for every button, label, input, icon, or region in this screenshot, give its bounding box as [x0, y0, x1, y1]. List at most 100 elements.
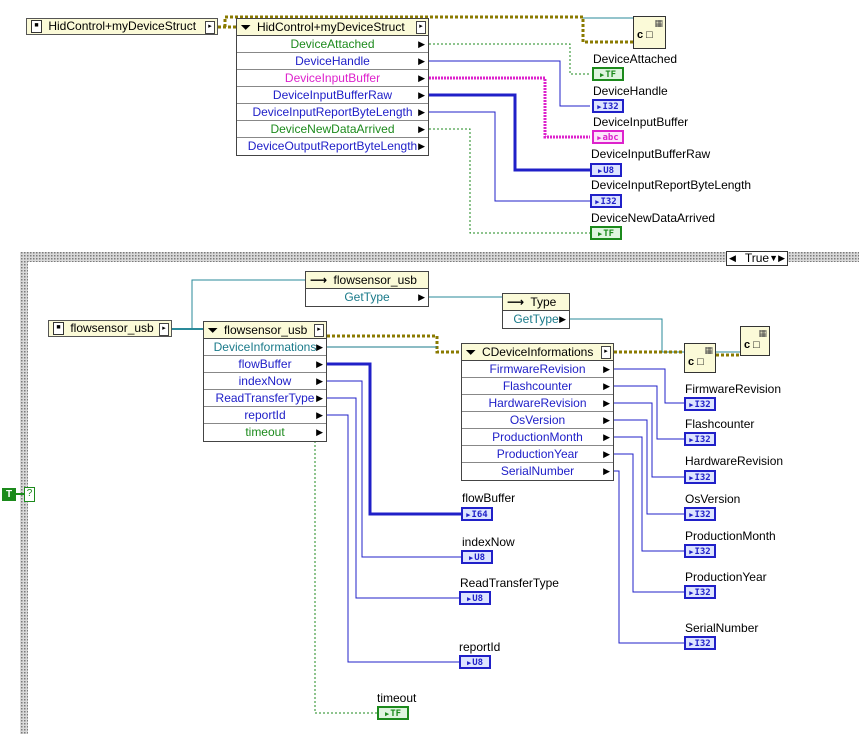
flowsensor-control[interactable]: ■ flowsensor_usb ▸: [48, 320, 172, 337]
flashcounter-indicator[interactable]: I32: [684, 432, 716, 446]
case-selector-terminal[interactable]: ?: [24, 487, 35, 502]
hid-field-device-input-buffer-raw[interactable]: DeviceInputBufferRaw▶: [237, 87, 428, 104]
flow-buffer-indicator[interactable]: I64: [461, 507, 493, 521]
output-arrow-icon: ▶: [316, 427, 323, 437]
flow-field-wires[interactable]: [314, 362, 461, 714]
cdev-field-hardware-revision[interactable]: HardwareRevision▶: [462, 395, 613, 412]
case-selector-value: True: [744, 251, 770, 265]
indicator-label: DeviceInputReportByteLength: [591, 178, 752, 192]
hid-cluster-wires[interactable]: [218, 15, 633, 44]
terminal-icon: ▸: [205, 21, 215, 34]
hid-field-device-input-buffer[interactable]: DeviceInputBuffer▶: [237, 70, 428, 87]
gettype-field[interactable]: GetType▶: [306, 289, 428, 306]
output-arrow-icon: ▶: [603, 449, 610, 459]
indicator-label: DeviceAttached: [593, 52, 678, 66]
class-icon: c □: [688, 356, 704, 368]
hid-unbundle-title: HidControl+myDeviceStruct: [256, 20, 405, 34]
output-arrow-icon: ▶: [418, 73, 425, 83]
flow-field-device-informations[interactable]: DeviceInformations▶: [204, 339, 326, 356]
flow-cluster-wires[interactable]: [6, 279, 740, 495]
cdev-field-firmware-revision[interactable]: FirmwareRevision▶: [462, 361, 613, 378]
unbundle-icon: ⏷: [208, 323, 218, 337]
hid-field-output-report-length[interactable]: DeviceOutputReportByteLength▶: [237, 138, 428, 155]
property-node-icon: ⟶: [507, 295, 525, 309]
type-gettype-field[interactable]: GetType▶: [503, 311, 569, 328]
device-handle-indicator[interactable]: I32: [592, 99, 624, 113]
flow-cluster-output[interactable]: ▦ c □: [740, 326, 770, 356]
timeout-indicator[interactable]: TF: [377, 706, 409, 720]
cdev-field-wires[interactable]: [614, 368, 684, 644]
output-arrow-icon: ▶: [418, 56, 425, 66]
os-version-indicator[interactable]: I32: [684, 507, 716, 521]
flow-field-read-transfer-type[interactable]: ReadTransferType▶: [204, 390, 326, 407]
device-attached-indicator[interactable]: TF: [592, 67, 624, 81]
hid-field-device-attached[interactable]: DeviceAttached▶: [237, 36, 428, 53]
gettype-property-node[interactable]: ⟶ flowsensor_usb GetType▶: [305, 271, 429, 307]
hid-field-input-report-length[interactable]: DeviceInputReportByteLength▶: [237, 104, 428, 121]
indicator-label: ReadTransferType: [460, 576, 559, 590]
output-arrow-icon: ▶: [603, 415, 610, 425]
hardware-revision-indicator[interactable]: I32: [684, 470, 716, 484]
indicator-label: DeviceHandle: [593, 84, 668, 98]
boolean-constant[interactable]: T: [2, 488, 16, 501]
flowsensor-unbundle-node[interactable]: ⏷ flowsensor_usb ▸ DeviceInformations▶ f…: [203, 321, 327, 442]
class-icon: c □: [744, 339, 760, 351]
gettype-header: ⟶ flowsensor_usb: [306, 272, 428, 289]
indicator-label: DeviceInputBuffer: [593, 115, 689, 129]
flow-field-timeout[interactable]: timeout▶: [204, 424, 326, 441]
flow-field-flow-buffer[interactable]: flowBuffer▶: [204, 356, 326, 373]
indicator-label: ProductionYear: [685, 570, 767, 584]
output-arrow-icon: ▶: [559, 314, 566, 324]
output-arrow-icon: ▶: [603, 381, 610, 391]
hid-unbundle-node[interactable]: ⏷ HidControl+myDeviceStruct ▸ DeviceAtta…: [236, 18, 429, 156]
cluster-icon: ■: [31, 20, 42, 33]
production-year-indicator[interactable]: I32: [684, 585, 716, 599]
output-arrow-icon: ▶: [603, 466, 610, 476]
output-arrow-icon: ▶: [603, 364, 610, 374]
cluster-pattern-icon: ▦: [758, 328, 767, 338]
hid-field-device-handle[interactable]: DeviceHandle▶: [237, 53, 428, 70]
case-prev-icon[interactable]: ◀: [729, 253, 736, 263]
serial-number-indicator[interactable]: I32: [684, 636, 716, 650]
output-arrow-icon: ▶: [316, 359, 323, 369]
read-transfer-type-indicator[interactable]: U8: [459, 591, 491, 605]
input-report-length-indicator[interactable]: I32: [590, 194, 622, 208]
index-now-indicator[interactable]: U8: [461, 550, 493, 564]
terminal-icon: ▸: [159, 323, 169, 336]
cdev-cluster-output[interactable]: ▦ c □: [684, 343, 716, 373]
indicator-label: FirmwareRevision: [685, 382, 782, 396]
indicator-label: flowBuffer: [462, 491, 516, 505]
cdev-field-production-year[interactable]: ProductionYear▶: [462, 446, 613, 463]
flow-field-index-now[interactable]: indexNow▶: [204, 373, 326, 390]
case-selector[interactable]: ◀ True ▼▶: [726, 251, 788, 266]
hid-cluster-output[interactable]: ▦ c □: [633, 16, 666, 49]
indicator-label: HardwareRevision: [685, 454, 784, 468]
flow-field-report-id[interactable]: reportId▶: [204, 407, 326, 424]
firmware-revision-indicator[interactable]: I32: [684, 397, 716, 411]
indicator-label: DeviceNewDataArrived: [591, 211, 716, 225]
terminal-icon: ▸: [601, 346, 611, 359]
hid-field-wires[interactable]: [429, 43, 590, 234]
device-input-buffer-indicator[interactable]: abc: [592, 130, 624, 144]
terminal-icon: ▸: [314, 324, 324, 337]
new-data-arrived-indicator[interactable]: TF: [590, 226, 622, 240]
report-id-indicator[interactable]: U8: [459, 655, 491, 669]
cdev-field-flashcounter[interactable]: Flashcounter▶: [462, 378, 613, 395]
indicator-label: Flashcounter: [685, 417, 755, 431]
hid-control[interactable]: ■ HidControl+myDeviceStruct ▸: [26, 18, 218, 35]
cdev-field-serial-number[interactable]: SerialNumber▶: [462, 463, 613, 480]
cluster-pattern-icon: ▦: [704, 345, 713, 355]
cluster-pattern-icon: ▦: [654, 18, 663, 28]
cdev-field-os-version[interactable]: OsVersion▶: [462, 412, 613, 429]
indicator-label: reportId: [459, 640, 501, 654]
production-month-indicator[interactable]: I32: [684, 544, 716, 558]
indicator-label: ProductionMonth: [685, 529, 776, 543]
case-next-icon[interactable]: ▼▶: [769, 253, 785, 263]
type-property-node[interactable]: ⟶ Type GetType▶: [502, 293, 570, 329]
output-arrow-icon: ▶: [316, 376, 323, 386]
hid-field-new-data-arrived[interactable]: DeviceNewDataArrived▶: [237, 121, 428, 138]
cdev-field-production-month[interactable]: ProductionMonth▶: [462, 429, 613, 446]
cdev-unbundle-node[interactable]: ⏷ CDeviceInformations ▸ FirmwareRevision…: [461, 343, 614, 481]
device-input-buffer-raw-indicator[interactable]: U8: [590, 163, 622, 177]
